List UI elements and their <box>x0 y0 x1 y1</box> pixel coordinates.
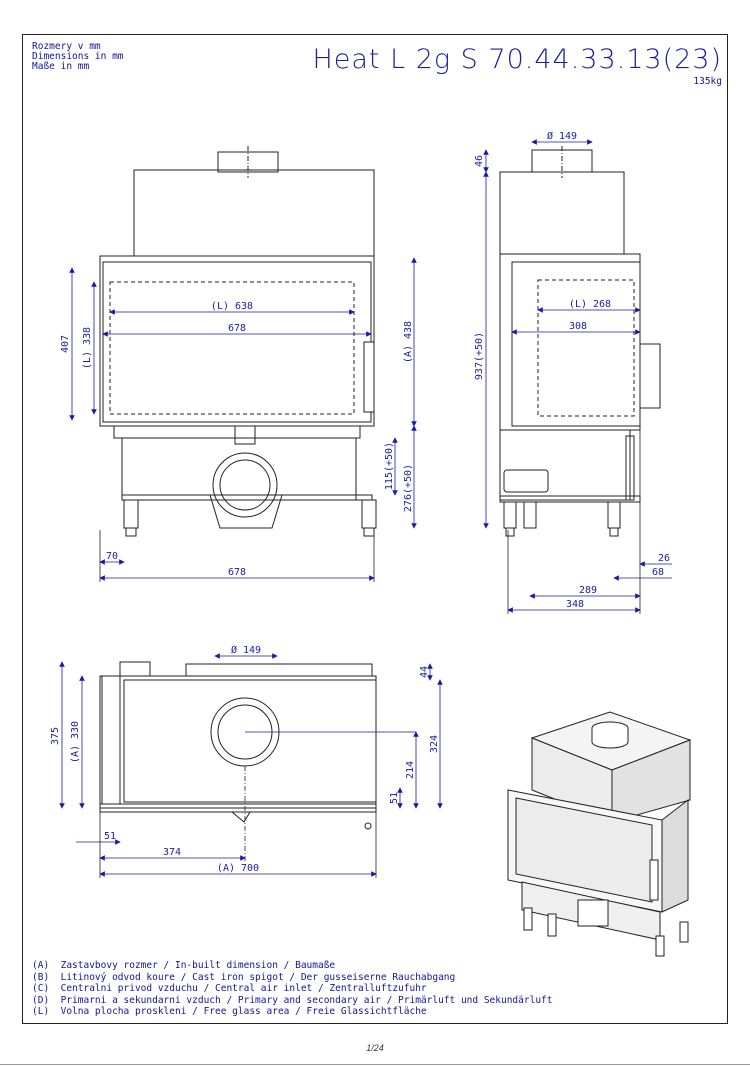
top-dimensions <box>59 653 443 878</box>
isometric-view <box>507 711 692 957</box>
page-bottom-rule <box>0 1064 750 1065</box>
front-base <box>121 437 357 501</box>
side-air-label-plate <box>503 469 549 493</box>
dim-front-offset-70: 70 <box>106 551 118 562</box>
top-body <box>99 675 377 809</box>
front-hood <box>133 169 375 257</box>
page-number: 1/24 <box>366 1043 384 1053</box>
dim-front-glass-width: (L) 638 <box>211 301 253 312</box>
product-weight: 135kg <box>693 76 722 87</box>
legend-item-c: (C) Centralni privod vzduchu / Central a… <box>32 983 427 994</box>
product-title: Heat L 2g S 70.44.33.13(23) <box>312 44 722 75</box>
units-de: Maße in mm <box>32 61 90 72</box>
side-leg-back <box>607 501 621 529</box>
top-view <box>99 661 377 830</box>
side-hood <box>499 171 625 255</box>
dim-side-depth-308: 308 <box>569 321 587 332</box>
dim-front-height-407: 407 <box>60 335 71 353</box>
side-handle <box>639 343 661 409</box>
dim-top-offset-51: 51 <box>104 831 116 842</box>
front-handle <box>363 341 375 413</box>
dim-front-height-a: (A) 438 <box>403 321 414 363</box>
legend-item-d: (D) Primarni a sekundarni vzduch / Prima… <box>32 994 553 1006</box>
units-cs: Rozmery v mm <box>32 41 101 52</box>
front-flue-collar <box>217 151 279 173</box>
dim-top-depth-324: 324 <box>429 735 440 753</box>
dim-front-air-115: 115(+50) <box>384 442 395 490</box>
front-leg-right <box>361 499 377 529</box>
front-air-inlet <box>212 452 278 518</box>
side-base <box>499 429 631 501</box>
front-leg-left <box>123 499 139 529</box>
dim-side-depth-348: 348 <box>566 599 584 610</box>
dim-side-leg-26: 26 <box>658 553 670 564</box>
front-glass-area <box>109 281 355 415</box>
dim-top-depth-214: 214 <box>405 761 416 779</box>
dim-top-center-374: 374 <box>163 847 181 858</box>
front-dimensions <box>69 257 417 582</box>
dim-top-flue: Ø 149 <box>231 644 261 656</box>
dim-front-width-bottom: 678 <box>228 567 246 578</box>
dim-top-width-a: (A) 700 <box>217 863 259 874</box>
dim-front-leg-276: 276(+50) <box>403 464 414 512</box>
dim-side-top-46: 46 <box>474 155 485 167</box>
dim-top-depth-a: (A) 330 <box>70 721 81 763</box>
dim-side-glass-depth: (L) 268 <box>569 299 611 310</box>
dim-side-flue: Ø 149 <box>547 130 577 142</box>
side-glass-area <box>537 279 635 417</box>
units-en: Dimensions in mm <box>32 51 124 62</box>
dim-front-width-inner: 678 <box>228 323 246 334</box>
dim-top-44: 44 <box>419 666 430 678</box>
side-view <box>499 146 661 537</box>
dim-front-glass-height: (L) 338 <box>82 327 93 369</box>
dim-side-total-height: 937(+50) <box>474 332 485 380</box>
dim-top-depth-51: 51 <box>389 792 400 804</box>
legend: (A) Zastavbovy rozmer / In-built dimensi… <box>32 960 552 1018</box>
legend-item-a: (A) Zastavbovy rozmer / In-built dimensi… <box>32 960 336 971</box>
legend-item-l: (L) Volna plocha proskleni / Free glass … <box>32 1006 427 1017</box>
dim-top-depth-375: 375 <box>50 727 61 745</box>
drawing-frame <box>22 34 728 1024</box>
side-dimensions <box>483 139 672 614</box>
legend-item-b: (B) Litinový odvod koure / Cast iron spi… <box>32 971 456 983</box>
front-view <box>99 146 377 537</box>
side-leg-front <box>503 501 517 529</box>
dim-side-depth-289: 289 <box>579 585 597 596</box>
dim-side-leg-68: 68 <box>652 567 664 578</box>
